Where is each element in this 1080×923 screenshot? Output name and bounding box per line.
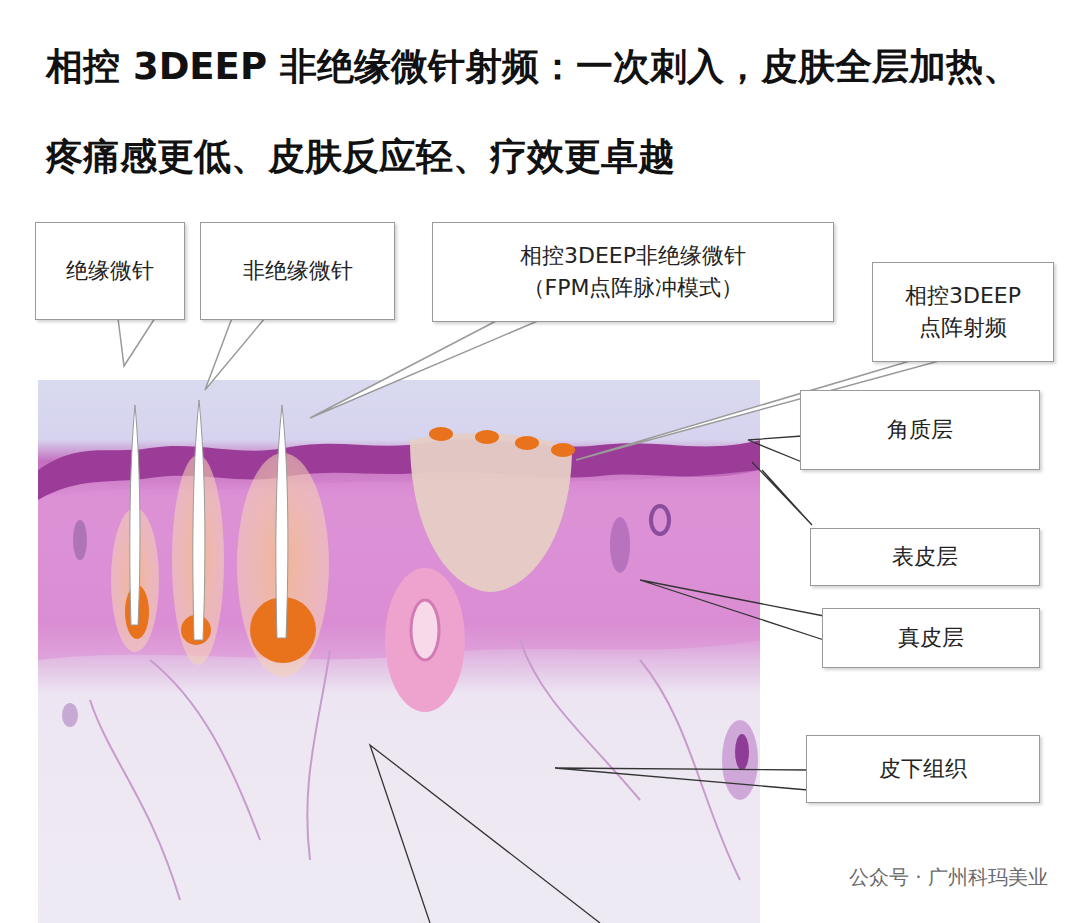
callout-box: 相控3DEEP非绝缘微针 （FPM点阵脉冲模式） xyxy=(432,222,834,322)
layer-label-box: 真皮层 xyxy=(822,608,1040,668)
node-text: 非绝缘微针 xyxy=(243,255,353,287)
title: 相控 3DEEP 非绝缘微针射频：一次刺入，皮肤全层加热、疼痛感更低、皮肤反应轻… xyxy=(46,22,1036,202)
watermark: 公众号 · 广州科玛美业 xyxy=(849,864,1048,891)
node-text: 真皮层 xyxy=(898,622,964,654)
node-text: 角质层 xyxy=(887,414,953,446)
node-text: 相控3DEEP非绝缘微针 （FPM点阵脉冲模式） xyxy=(488,240,778,304)
callout-box: 绝缘微针 xyxy=(35,222,185,320)
needles xyxy=(111,400,329,677)
layer-label-box: 皮下组织 xyxy=(806,735,1040,803)
histology-image xyxy=(38,380,760,923)
fractional-rf-zone xyxy=(410,427,575,592)
node-text: 表皮层 xyxy=(892,541,958,573)
layer-label-box: 角质层 xyxy=(800,390,1040,470)
node-text: 相控3DEEP 点阵射频 xyxy=(899,280,1027,344)
node-text: 绝缘微针 xyxy=(66,255,154,287)
layer-label-box: 表皮层 xyxy=(810,528,1040,586)
callout-box: 非绝缘微针 xyxy=(200,222,395,320)
node-text: 皮下组织 xyxy=(879,753,967,785)
callout-box: 相控3DEEP 点阵射频 xyxy=(872,262,1054,362)
leader-lines xyxy=(370,436,824,923)
